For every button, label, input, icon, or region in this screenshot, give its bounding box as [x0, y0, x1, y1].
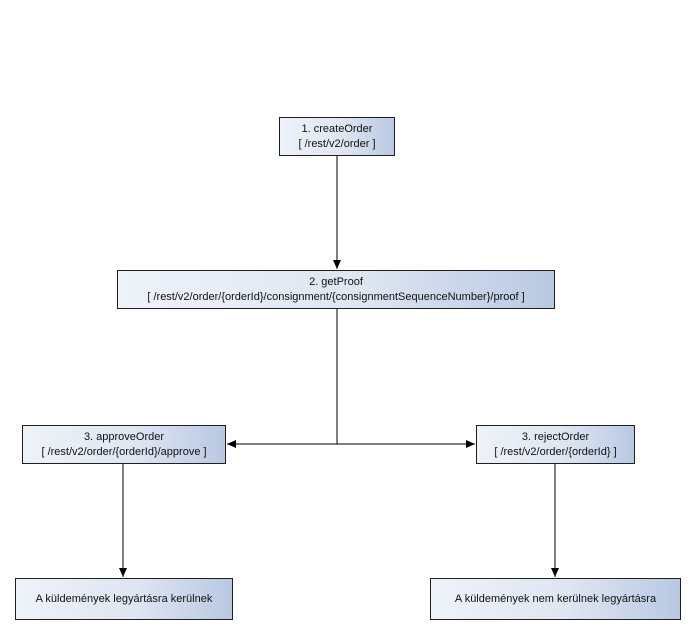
approve-order-node: 3. approveOrder [ /rest/v2/order/{orderI…: [22, 425, 226, 464]
create-order-node: 1. createOrder [ /rest/v2/order ]: [279, 117, 395, 156]
outcome-approved-text: A küldemények legyártásra kerülnek: [35, 592, 213, 605]
approve-order-path: [ /rest/v2/order/{orderId}/approve ]: [41, 445, 207, 458]
outcome-rejected-node: A küldemények nem kerülnek legyártásra: [430, 578, 681, 620]
get-proof-title: 2. getProof: [309, 275, 363, 288]
create-order-title: 1. createOrder: [301, 122, 373, 135]
outcome-rejected-text: A küldemények nem kerülnek legyártásra: [454, 592, 657, 605]
get-proof-node: 2. getProof [ /rest/v2/order/{orderId}/c…: [117, 270, 555, 309]
get-proof-path: [ /rest/v2/order/{orderId}/consignment/{…: [147, 290, 525, 303]
reject-order-node: 3. rejectOrder [ /rest/v2/order/{orderId…: [476, 425, 635, 464]
approve-order-title: 3. approveOrder: [83, 430, 165, 443]
outcome-approved-node: A küldemények legyártásra kerülnek: [15, 578, 233, 620]
create-order-path: [ /rest/v2/order ]: [298, 137, 376, 150]
reject-order-title: 3. rejectOrder: [521, 430, 590, 443]
reject-order-path: [ /rest/v2/order/{orderId} ]: [494, 445, 617, 458]
